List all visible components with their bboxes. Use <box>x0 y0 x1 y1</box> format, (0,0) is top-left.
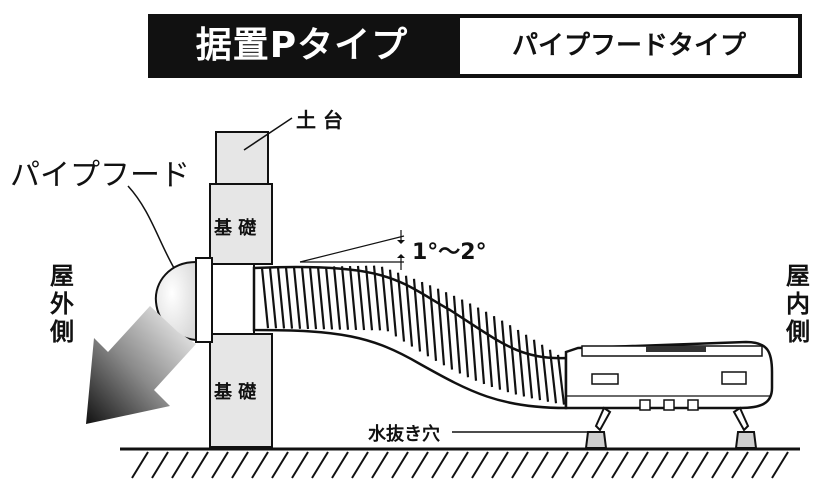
pipe-hood-leader <box>127 185 175 269</box>
kiso-lower-label: 基 礎 <box>214 382 257 403</box>
ground-hatch-icon <box>120 447 800 479</box>
header-title-white: パイプフードタイプ <box>456 14 802 78</box>
dodai-label: 土 台 <box>296 108 343 132</box>
flexible-duct <box>252 265 568 410</box>
pipe-hood-icon <box>154 257 213 343</box>
exhaust-arrow-icon <box>86 306 196 424</box>
dodai-leader <box>243 117 293 151</box>
heater-unit <box>564 340 774 449</box>
drain-hole-label: 水抜き穴 <box>368 424 440 445</box>
angle-label: 1°～2° <box>412 240 487 265</box>
kiso-upper-block <box>209 183 273 265</box>
kiso-upper-label: 基 礎 <box>214 218 257 239</box>
kiso-lower-block <box>209 333 273 448</box>
pipe-hood-label: パイプフード <box>10 158 190 193</box>
angle-indicator <box>299 230 405 270</box>
outdoor-label: 屋外側 <box>50 262 74 346</box>
indoor-label: 屋内側 <box>786 262 810 346</box>
wall-sleeve <box>211 263 255 335</box>
header-title-black: 据置Pタイプ <box>148 14 456 78</box>
